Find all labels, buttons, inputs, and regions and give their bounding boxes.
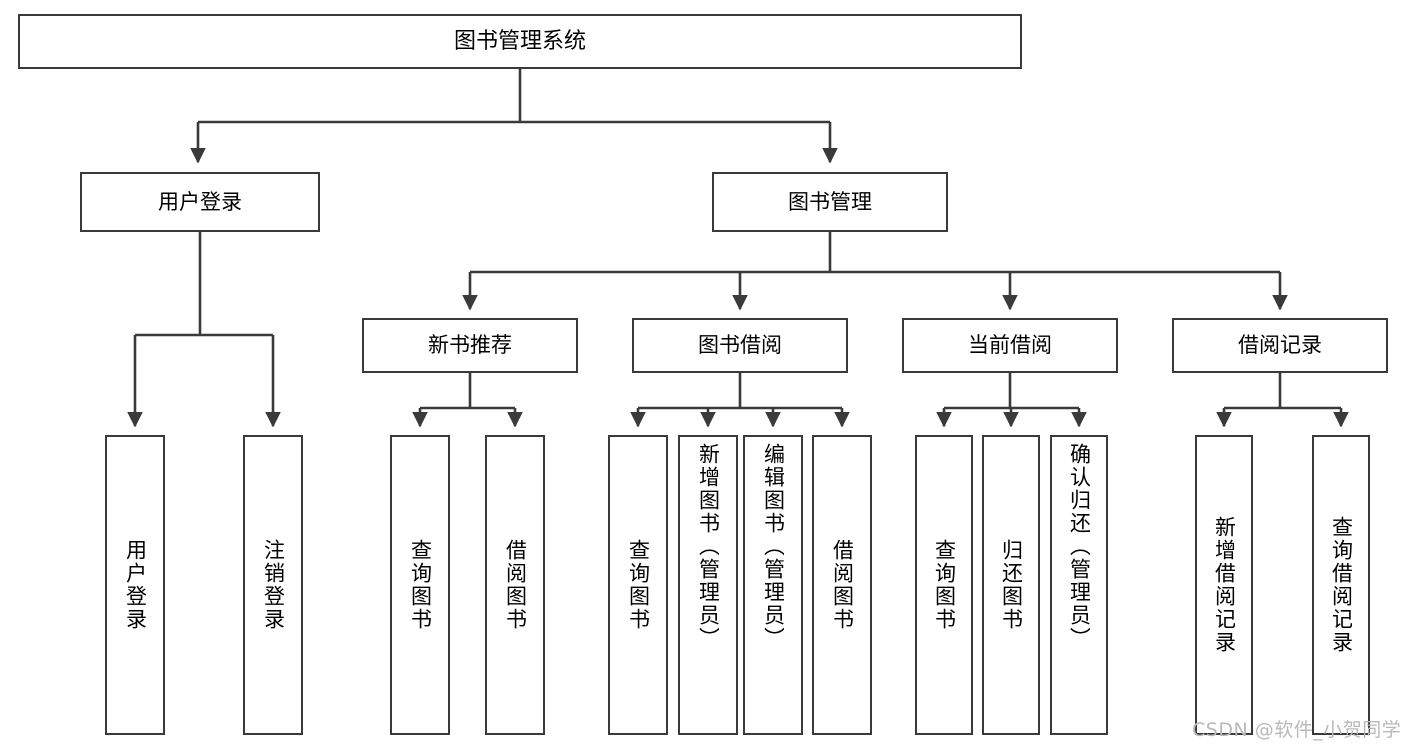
leaf-edit-book-admin[interactable]: 编辑图书（管理员） xyxy=(743,435,803,735)
node-label: 注销登录 xyxy=(262,539,284,631)
leaf-add-borrow-record[interactable]: 新增借阅记录 xyxy=(1195,435,1253,735)
node-book-borrow[interactable]: 图书借阅 xyxy=(632,318,848,373)
node-label: 确认归还（管理员） xyxy=(1068,443,1090,650)
node-label: 用户登录 xyxy=(124,539,146,631)
node-label: 图书管理 xyxy=(788,189,872,214)
node-label: 图书借阅 xyxy=(698,333,782,358)
csdn-watermark: CSDN @软件_小贺同学 xyxy=(1192,719,1402,741)
node-label: 新增图书（管理员） xyxy=(697,443,719,650)
leaf-user-logout[interactable]: 注销登录 xyxy=(243,435,303,735)
leaf-query-book-current[interactable]: 查询图书 xyxy=(915,435,973,735)
node-label: 新增借阅记录 xyxy=(1213,516,1235,654)
node-new-book-recommend[interactable]: 新书推荐 xyxy=(362,318,578,373)
node-book-management-module[interactable]: 图书管理 xyxy=(712,172,948,232)
leaf-add-book-admin[interactable]: 新增图书（管理员） xyxy=(678,435,738,735)
leaf-borrow-book[interactable]: 借阅图书 xyxy=(812,435,872,735)
node-label: 查询借阅记录 xyxy=(1330,516,1352,654)
node-label: 查询图书 xyxy=(409,539,431,631)
leaf-query-book-recommend[interactable]: 查询图书 xyxy=(390,435,450,735)
node-label: 借阅记录 xyxy=(1238,333,1322,358)
leaf-return-book[interactable]: 归还图书 xyxy=(982,435,1040,735)
node-label: 新书推荐 xyxy=(428,333,512,358)
leaf-borrow-book-recommend[interactable]: 借阅图书 xyxy=(485,435,545,735)
node-borrow-record[interactable]: 借阅记录 xyxy=(1172,318,1388,373)
node-current-borrow[interactable]: 当前借阅 xyxy=(902,318,1118,373)
node-label: 查询图书 xyxy=(627,539,649,631)
node-label: 图书管理系统 xyxy=(453,28,586,54)
node-root-system[interactable]: 图书管理系统 xyxy=(18,14,1022,69)
node-label: 借阅图书 xyxy=(831,539,853,631)
node-user-login-module[interactable]: 用户登录 xyxy=(80,172,320,232)
leaf-query-book-borrow[interactable]: 查询图书 xyxy=(608,435,668,735)
leaf-confirm-return-admin[interactable]: 确认归还（管理员） xyxy=(1050,435,1108,735)
node-label: 当前借阅 xyxy=(968,333,1052,358)
node-label: 归还图书 xyxy=(1000,539,1022,631)
node-label: 用户登录 xyxy=(158,189,242,214)
leaf-user-login[interactable]: 用户登录 xyxy=(105,435,165,735)
node-label: 编辑图书（管理员） xyxy=(762,443,784,650)
node-label: 借阅图书 xyxy=(504,539,526,631)
leaf-query-borrow-record[interactable]: 查询借阅记录 xyxy=(1312,435,1370,735)
node-label: 查询图书 xyxy=(933,539,955,631)
